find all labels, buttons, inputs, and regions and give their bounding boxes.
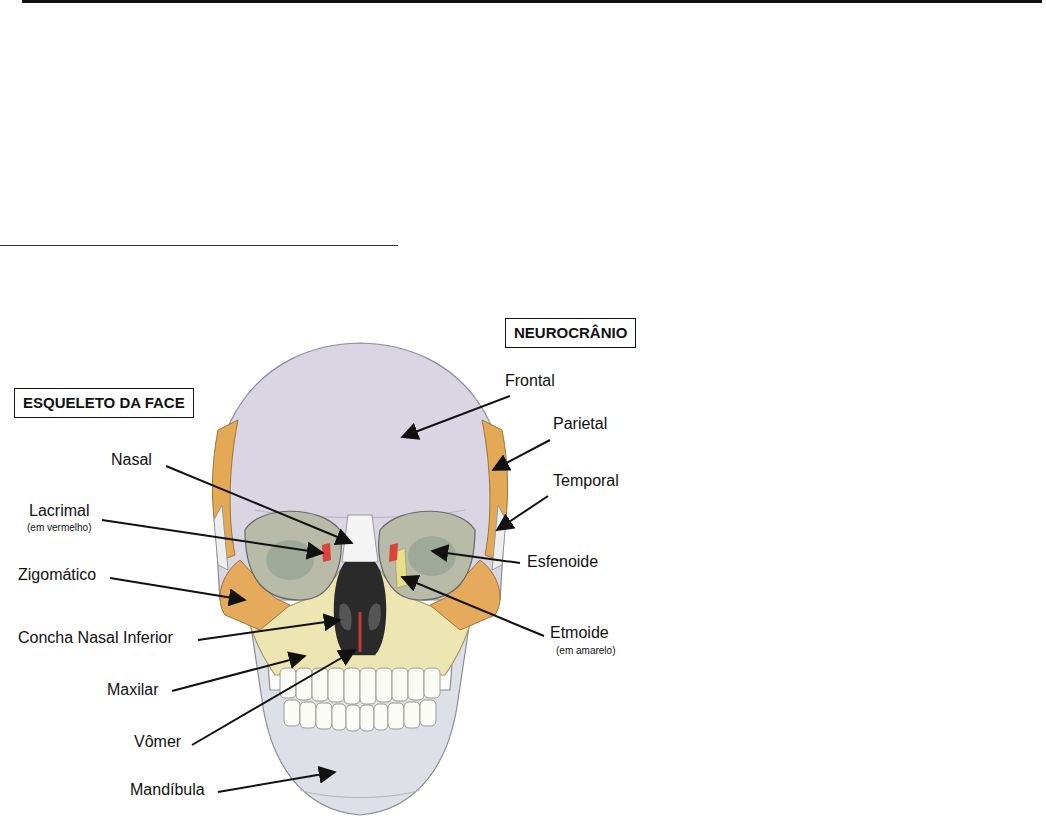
bone-label: Vômer <box>134 733 181 751</box>
underline-rule <box>0 245 398 246</box>
section-box: ESQUELETO DA FACE <box>14 388 194 418</box>
bone-label: Parietal <box>553 415 607 433</box>
section-title: ESQUELETO DA FACE <box>23 394 185 411</box>
bone-label: Mandíbula <box>130 781 205 799</box>
lacrimal-bone <box>322 543 331 562</box>
nasal-bone <box>342 515 378 562</box>
bone-label: Frontal <box>505 372 555 390</box>
bone-label: Concha Nasal Inferior <box>18 629 173 647</box>
nasal-aperture <box>334 562 387 655</box>
bone-label: Lacrimal <box>29 502 89 520</box>
bone-label: Temporal <box>553 472 619 490</box>
bone-label: Nasal <box>111 451 152 469</box>
inferior-concha <box>339 603 351 630</box>
teeth <box>280 668 440 731</box>
top-rule <box>22 0 1042 3</box>
orbit <box>245 511 341 600</box>
colour-note: (em amarelo) <box>556 645 615 657</box>
section-box: NEUROCRÂNIO <box>505 318 636 348</box>
bone-label: Zigomático <box>18 566 96 584</box>
bone-label: Esfenoide <box>527 553 598 571</box>
colour-note: (em vermelho) <box>27 522 91 534</box>
bone-label: Etmoide <box>550 624 609 642</box>
inferior-concha <box>368 603 380 630</box>
sphenoid-bone <box>408 536 456 576</box>
vomer-bone <box>359 612 362 652</box>
leader-lines <box>102 396 550 792</box>
section-title: NEUROCRÂNIO <box>514 324 627 341</box>
lacrimal-bone <box>389 543 398 562</box>
frontal-bone <box>214 343 507 600</box>
bone-label: Maxilar <box>107 681 159 699</box>
